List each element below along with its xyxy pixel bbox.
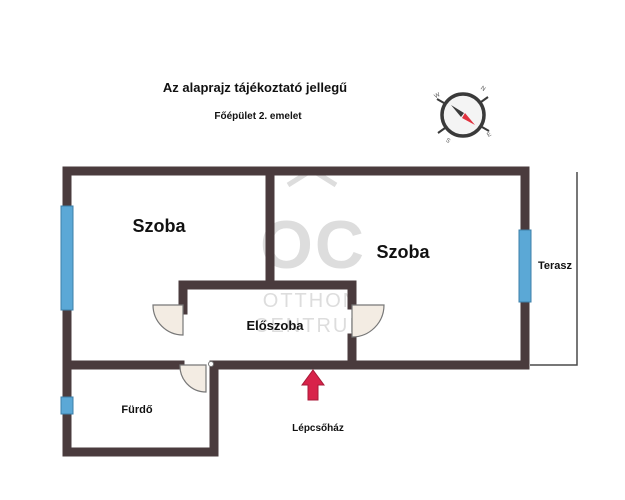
door-left-room [152,304,184,336]
compass-south-label: S [444,138,451,145]
terrace-label: Terasz [538,260,573,272]
compass-west-label: W [434,92,442,100]
door-right-room [351,304,385,338]
walls [62,166,530,457]
room-right-label: Szoba [376,242,430,262]
watermark-logo: OC [260,207,366,283]
plan-title: Az alaprajz tájékoztató jellegű [163,80,347,95]
doors [152,304,385,393]
bathroom-label: Fürdő [121,404,152,416]
watermark-line2: CENTRUM [254,315,368,337]
compass-north-label: N [479,85,486,92]
hall-label: Előszoba [246,318,304,333]
plan-subtitle: Főépület 2. emelet [214,111,302,122]
watermark: OC OTTHON CENTRUM [254,167,368,337]
window-bathroom [60,396,74,415]
window-left [60,205,74,311]
compass-icon: W N E S [434,85,493,144]
windows [60,205,532,415]
compass-east-label: E [486,132,492,139]
window-right [518,229,532,303]
staircase-label: Lépcsőház [292,423,344,434]
watermark-line1: OTTHON [263,290,359,312]
terrace-outline [530,172,578,366]
entrance-arrow-icon [301,369,325,401]
room-left-label: Szoba [132,216,186,236]
door-bathroom [179,364,207,393]
